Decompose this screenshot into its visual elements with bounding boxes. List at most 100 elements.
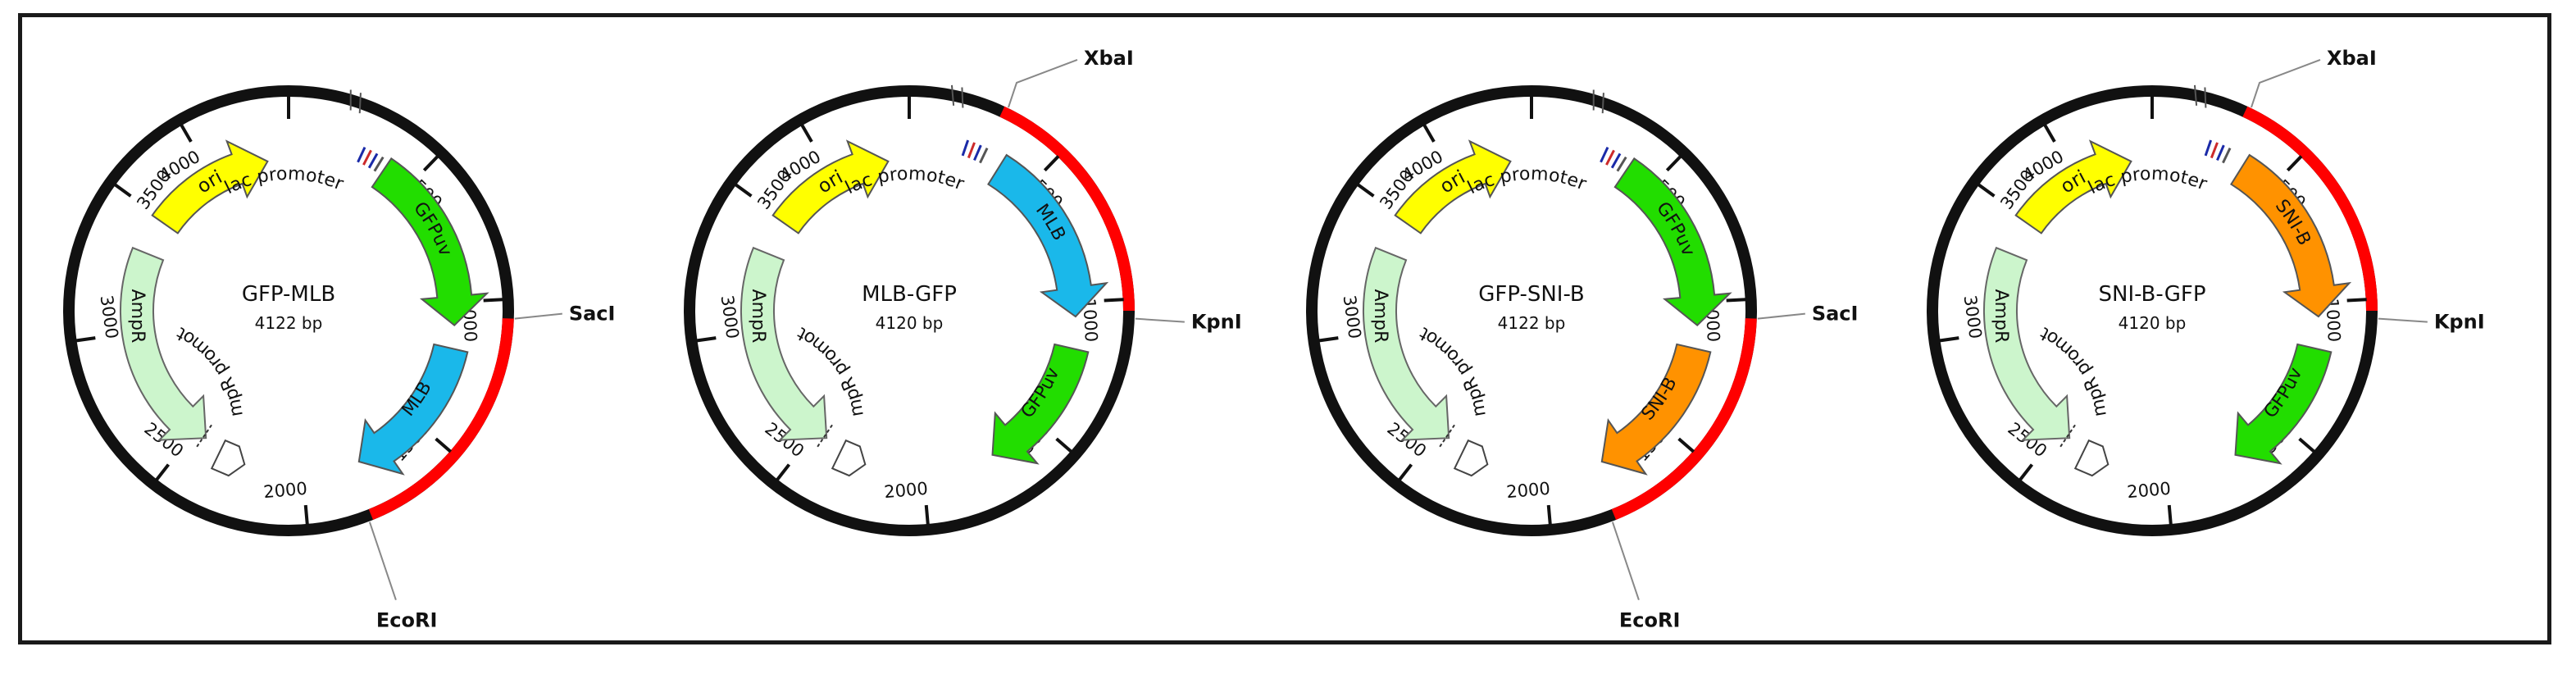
tick-mark: [1055, 437, 1073, 453]
ampr-arrow: [119, 246, 207, 441]
gene-arrow-2: [2234, 343, 2333, 465]
plasmid-name: SNI-B-GFP: [2098, 282, 2205, 307]
lac-promoter-glyph: [367, 153, 379, 169]
tick-mark: [2346, 298, 2367, 303]
plasmid-name: GFP-SNI-B: [1478, 282, 1585, 307]
ampr-arrow: [740, 246, 828, 441]
gene-arrow-1: [987, 153, 1109, 318]
ori-arrow: [151, 139, 269, 235]
ampr-promoter-arrow: [210, 439, 246, 477]
tick-mark: [483, 298, 503, 303]
plasmid-size: 4122 bp: [1498, 313, 1566, 333]
site-callout-line: [368, 521, 397, 600]
tick-mark: [1104, 298, 1124, 303]
break-mark: [961, 87, 964, 108]
tick-mark: [696, 336, 717, 343]
gene-arrow-1: [371, 157, 489, 327]
tick-label: 3000: [97, 294, 122, 339]
restriction-site-label: EcoRI: [1619, 609, 1681, 632]
lac-promoter-glyph: [2222, 147, 2232, 164]
tick-label: 3000: [717, 294, 743, 339]
backbone-ring: [1306, 85, 1757, 536]
plasmid-size: 4120 bp: [2119, 313, 2187, 333]
lac-promoter-glyph: [973, 144, 982, 162]
tick-mark: [1939, 336, 1959, 343]
gene-arrow-1: [1613, 157, 1732, 327]
tick-label: 3000: [1960, 294, 1986, 339]
restriction-site-label: KpnI: [1191, 311, 1242, 334]
tick-mark: [2298, 437, 2316, 453]
restriction-site-label: EcoRI: [376, 609, 438, 632]
site-callout-line: [1611, 521, 1640, 600]
ampr-promoter-arrow: [2073, 439, 2109, 477]
lac-promoter-glyph: [2210, 142, 2219, 159]
lac-promoter-glyph: [362, 149, 372, 166]
site-callout-line: [2378, 317, 2428, 323]
tick-mark: [2286, 155, 2303, 172]
tick-mark: [155, 463, 171, 481]
ampr-boundary: [1437, 424, 1455, 449]
tick-mark: [435, 437, 453, 453]
tick-mark: [924, 504, 930, 526]
insert-region: [999, 106, 1135, 312]
figure-frame: 4000500100015002000250030003500orilac pr…: [18, 13, 2551, 644]
break-mark: [2193, 84, 2198, 106]
gene-arrow-2: [991, 343, 1090, 465]
ampr-arrow: [1362, 246, 1450, 441]
tick-mark: [734, 183, 753, 198]
tick-mark: [2167, 504, 2173, 526]
tick-mark: [1043, 155, 1060, 172]
plasmid-map-1: 4000500100015002000250030003500orilac pr…: [22, 17, 615, 632]
tick-mark: [1726, 298, 1746, 303]
restriction-site-label: SacI: [1812, 303, 1859, 326]
lac-promoter-glyph: [357, 146, 366, 163]
lac-promoter-glyph: [979, 147, 989, 164]
tick-mark: [776, 463, 791, 481]
plasmid-map-2: 4000500100015002000250030003500orilac pr…: [22, 17, 1242, 536]
ori-arrow: [2014, 139, 2132, 235]
lac-promoter-glyph: [2216, 144, 2225, 162]
insert-region: [368, 318, 514, 520]
tick-mark: [180, 124, 193, 143]
tick-mark: [2043, 124, 2056, 143]
plasmid-maps-diagram: 4000500100015002000250030003500orilac pr…: [22, 17, 2485, 632]
tick-mark: [1422, 124, 1436, 143]
tick-mark: [1398, 463, 1413, 481]
gene-arrow-1: [2230, 153, 2352, 318]
lac-promoter-glyph: [1616, 156, 1627, 172]
break-mark: [358, 93, 362, 114]
break-mark: [950, 84, 955, 106]
site-callout-line: [2251, 58, 2321, 108]
backbone-ring: [63, 85, 514, 536]
tick-mark: [1318, 336, 1339, 343]
tick-label: 2000: [2126, 479, 2171, 503]
lac-promoter-glyph: [967, 142, 976, 159]
ampr-promoter-arrow: [831, 439, 867, 477]
gene-arrow-2: [357, 343, 469, 476]
ampr-label: AmpR: [1370, 289, 1390, 344]
ori-arrow: [1394, 139, 1512, 235]
ampr-promoter-arrow: [1453, 439, 1489, 477]
ori-arrow: [771, 139, 890, 235]
tick-label: 2000: [1505, 479, 1550, 503]
lac-promoter-glyph: [1610, 153, 1622, 169]
gene-arrow-2: [1600, 343, 1712, 476]
site-callout-line: [1008, 58, 1078, 108]
insert-region: [1611, 318, 1757, 520]
lac-promoter-glyph: [373, 156, 385, 172]
ampr-label: AmpR: [1991, 289, 2011, 344]
ampr-label: AmpR: [127, 289, 148, 344]
tick-mark: [2018, 463, 2034, 481]
site-callout-line: [1135, 317, 1185, 323]
tick-mark: [1356, 183, 1375, 198]
insert-region: [2242, 106, 2378, 312]
restriction-site-label: SacI: [569, 303, 616, 326]
plasmid-size: 4120 bp: [876, 313, 944, 333]
restriction-site-label: KpnI: [2434, 311, 2485, 334]
site-callout-line: [1757, 312, 1805, 320]
plasmid-name: GFP-MLB: [242, 282, 335, 307]
lac-promoter-glyph: [1605, 149, 1615, 166]
ampr-boundary: [815, 424, 833, 449]
site-callout-line: [514, 312, 562, 320]
ampr-boundary: [2058, 424, 2076, 449]
